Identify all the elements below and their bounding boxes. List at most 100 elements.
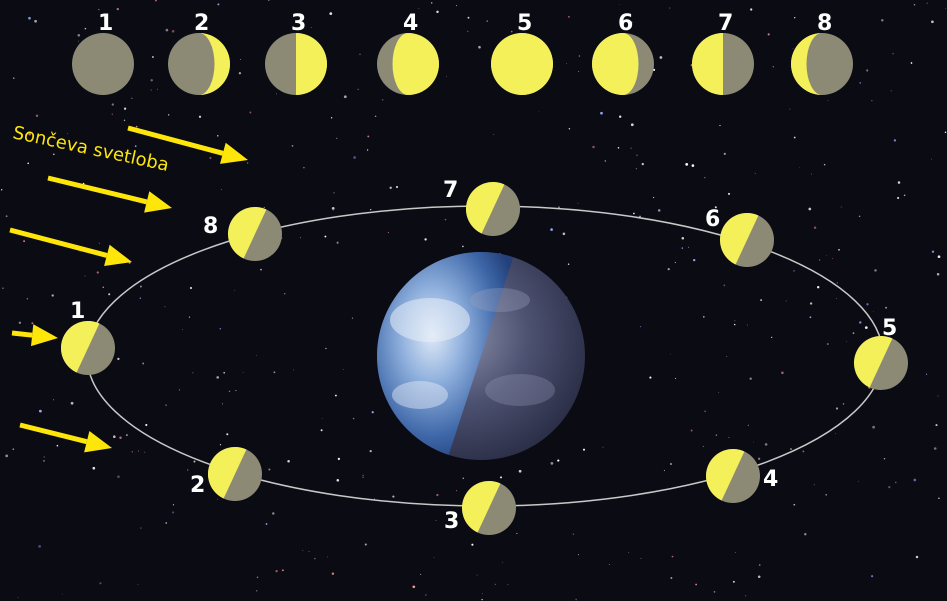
star [35, 114, 39, 118]
star [436, 10, 439, 14]
star [430, 2, 433, 4]
star [936, 272, 940, 276]
star [70, 401, 74, 405]
star [331, 572, 335, 575]
star [256, 354, 257, 356]
star [734, 320, 736, 322]
star [903, 194, 906, 197]
star [835, 433, 837, 435]
star [704, 176, 706, 179]
orbit-moon-6: 6 [705, 207, 774, 267]
star [667, 268, 670, 271]
star [134, 145, 137, 147]
star [418, 8, 420, 9]
star [750, 8, 753, 11]
star [222, 403, 224, 405]
star [826, 343, 829, 345]
star [336, 478, 340, 482]
star [125, 434, 128, 437]
star [566, 63, 567, 64]
star [31, 322, 34, 325]
moon-lit-face [491, 33, 553, 95]
star [412, 585, 416, 589]
star [56, 444, 59, 447]
phase-number: 8 [817, 11, 832, 36]
star [873, 310, 874, 312]
star [369, 449, 372, 453]
star [111, 113, 113, 115]
star [785, 300, 787, 302]
orbit-position-number: 5 [882, 316, 897, 341]
star [669, 462, 673, 466]
star [303, 166, 305, 169]
star [135, 125, 138, 128]
star [630, 21, 633, 24]
sunlight-arrow [47, 175, 172, 213]
star [659, 56, 663, 59]
star [871, 575, 874, 578]
moon-lit-face [592, 33, 639, 95]
star [652, 196, 655, 199]
star [435, 519, 437, 521]
star [749, 377, 752, 380]
star [219, 328, 221, 330]
star [864, 326, 868, 329]
star [604, 160, 606, 162]
star [117, 357, 120, 361]
star [482, 593, 483, 595]
moon-lit-face [692, 33, 723, 95]
star [327, 556, 328, 558]
star [793, 270, 795, 272]
star [502, 561, 504, 563]
star [116, 7, 119, 11]
star [123, 119, 126, 122]
star [723, 284, 726, 287]
star [1, 189, 3, 191]
star [23, 240, 25, 242]
star [436, 493, 439, 497]
star [630, 147, 632, 149]
star [846, 341, 848, 342]
star [151, 56, 154, 58]
star [131, 451, 133, 453]
star [840, 206, 842, 208]
moon-lit-face [296, 33, 327, 95]
star [172, 504, 175, 506]
moon-lit-face [791, 33, 822, 95]
star [287, 460, 290, 463]
star [578, 554, 579, 556]
star [82, 182, 85, 185]
star [759, 564, 761, 566]
orbit-moon-2: 2 [190, 446, 262, 501]
star [337, 457, 341, 461]
star [268, 468, 271, 471]
star [600, 111, 603, 115]
star [578, 71, 580, 73]
moon-lit-face [199, 33, 230, 95]
star [165, 404, 167, 406]
star [187, 469, 189, 471]
star [343, 95, 347, 99]
sunlight-arrow [11, 324, 58, 347]
star [39, 409, 42, 413]
star [881, 19, 884, 22]
star [102, 286, 105, 289]
phase-number: 4 [403, 11, 418, 36]
star [883, 457, 886, 460]
star [852, 332, 855, 334]
star [872, 425, 875, 429]
star [139, 297, 141, 299]
star [154, 0, 157, 2]
star [893, 139, 897, 142]
star [602, 446, 604, 448]
star [238, 72, 242, 75]
sunlight-arrow [19, 422, 112, 453]
phase-disc-5: 5 [491, 11, 553, 95]
star [367, 135, 370, 138]
phase-disc-4: 4 [377, 11, 439, 95]
star [772, 66, 774, 68]
star [913, 478, 917, 482]
star [938, 497, 940, 500]
